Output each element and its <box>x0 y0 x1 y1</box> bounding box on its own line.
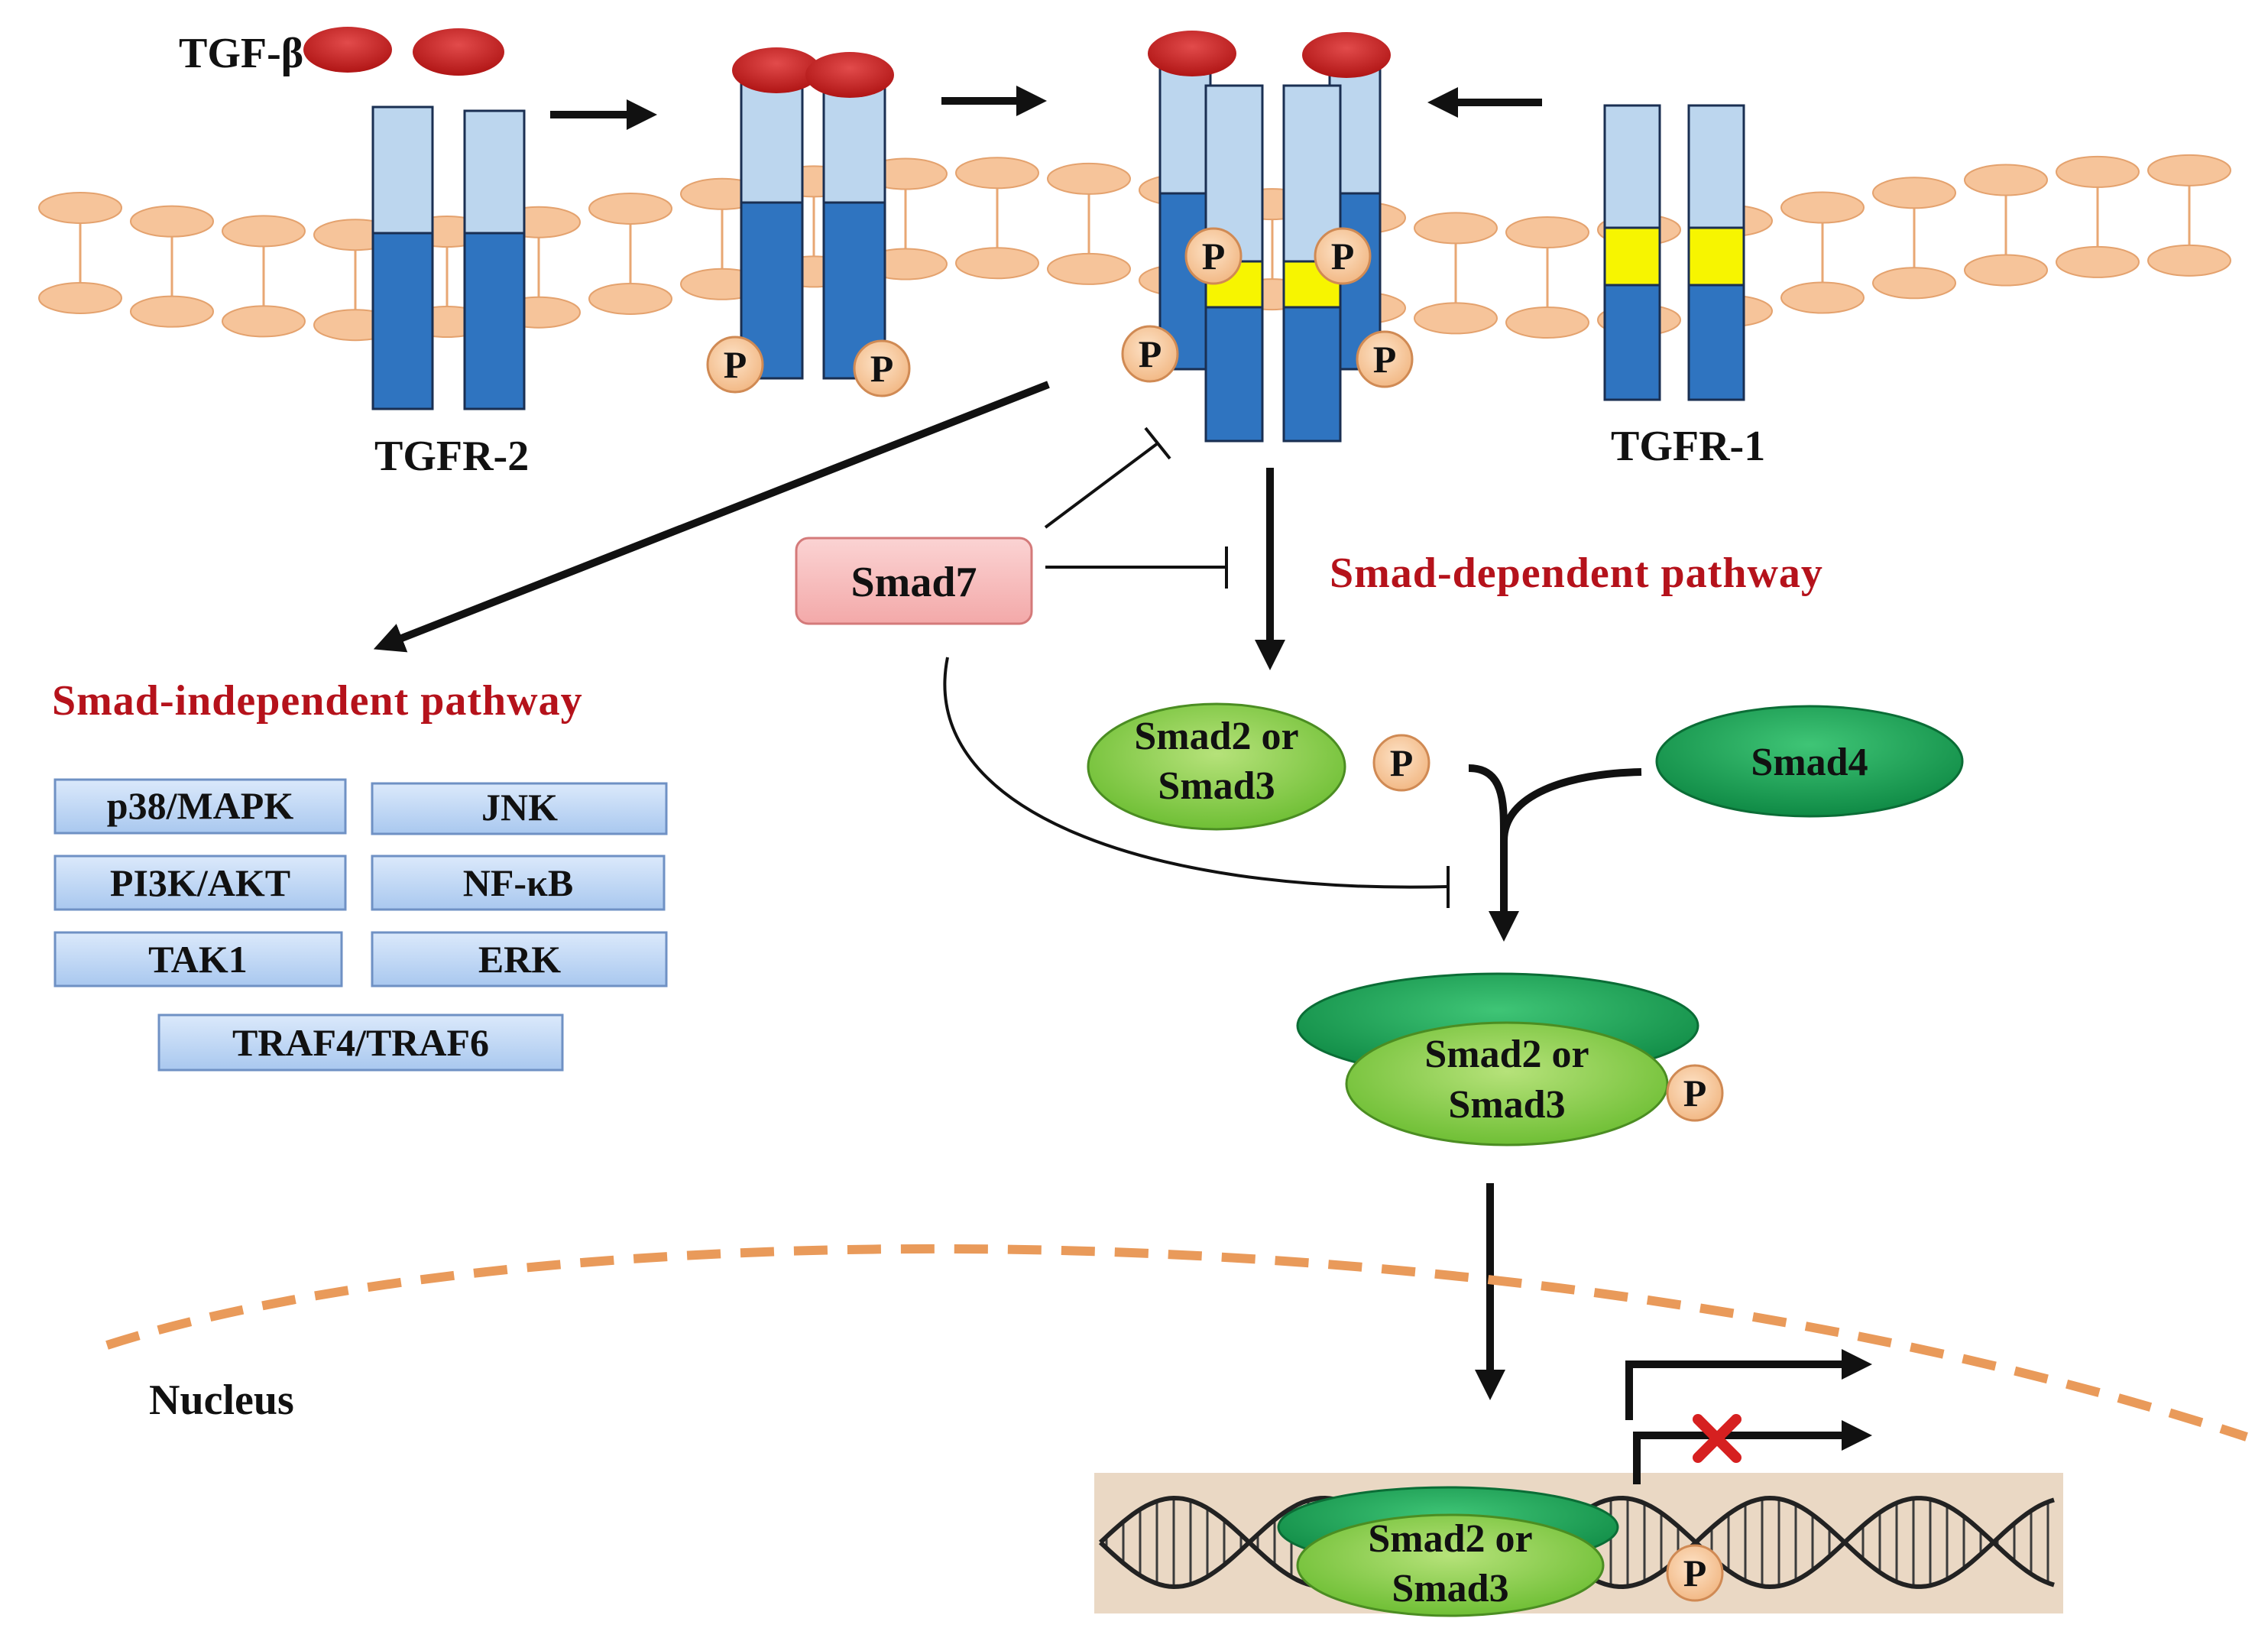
tgfr1-label: TGFR-1 <box>1611 423 1765 470</box>
phosphate-icon: P <box>1356 330 1414 388</box>
complex-label-line1: Smad2 or <box>1424 1033 1589 1076</box>
smad7-label: Smad7 <box>851 559 977 606</box>
transcription-arrows <box>1625 1349 1872 1484</box>
kinase-label-traf: TRAF4/TRAF6 <box>232 1021 489 1064</box>
kinase-box-traf <box>157 1013 564 1072</box>
phosphate-icon: P <box>1314 227 1372 285</box>
kinase-box-pi3k <box>53 855 347 911</box>
phosphate-icon: P <box>1666 1544 1724 1602</box>
r-smad-label-line1: Smad2 or <box>1134 715 1298 758</box>
r-smad-phosphorylated: Smad2 or Smad3 <box>1087 702 1346 831</box>
kinase-label-tak1: TAK1 <box>148 938 248 981</box>
receptor-tgfr1 <box>1603 104 1745 401</box>
smad4-label: Smad4 <box>1751 741 1868 784</box>
phosphate-label: P <box>870 347 894 390</box>
nuclear-envelope <box>105 1244 2248 1442</box>
kinase-label-erk: ERK <box>478 938 561 981</box>
receptor-tgfr2-inactive <box>371 105 526 410</box>
phosphate-label: P <box>1390 741 1414 784</box>
dna-complex-label-line2: Smad3 <box>1392 1567 1508 1610</box>
kinase-label-pi3k: PI3K/AKT <box>110 861 290 904</box>
tgf-beta-ligand-bound <box>732 47 894 98</box>
tgf-beta-label: TGF-β <box>179 30 303 77</box>
phosphate-label: P <box>724 343 747 386</box>
kinase-box-nfkb <box>371 855 666 911</box>
phosphate-icon: P <box>1666 1064 1724 1122</box>
complex-label-line2: Smad3 <box>1448 1083 1565 1127</box>
phosphate-label: P <box>1683 1552 1707 1594</box>
dna-complex-label-line1: Smad2 or <box>1368 1517 1532 1561</box>
phosphate-icon: P <box>1372 734 1430 792</box>
kinase-label-nfkb: NF-κB <box>463 861 573 904</box>
phosphate-icon: P <box>1121 325 1179 383</box>
kinase-box-p38 <box>53 778 347 835</box>
phosphate-label: P <box>1202 235 1226 277</box>
tgf-beta-ligand-free <box>303 27 504 76</box>
smad-independent-arrow <box>373 381 1050 653</box>
kinase-box-erk <box>371 931 668 988</box>
smad7-box <box>795 537 1033 625</box>
phosphate-groups: P P P P P P <box>706 227 1414 397</box>
smad4: Smad4 <box>1655 705 1964 818</box>
phosphate-label: P <box>1373 338 1397 381</box>
kinase-label-jnk: JNK <box>481 786 558 829</box>
r-smad-label-line2: Smad3 <box>1158 764 1275 808</box>
kinase-box-tak1 <box>53 931 343 988</box>
smad-complex: Smad2 or Smad3 <box>1296 972 1699 1146</box>
phosphate-icon: P <box>1184 227 1243 285</box>
kinase-label-p38: p38/MAPK <box>107 784 294 827</box>
nucleus-label: Nucleus <box>149 1377 294 1424</box>
phosphate-label: P <box>1139 332 1162 375</box>
smad7-inhibition-lines <box>943 426 1450 908</box>
transcription-blocked-icon <box>1693 1414 1742 1463</box>
smad-independent-label: Smad-independent pathway <box>52 677 583 725</box>
smad-dependent-label: Smad-dependent pathway <box>1330 550 1823 597</box>
phosphate-icon: P <box>853 339 911 397</box>
tgfr2-label: TGFR-2 <box>374 433 529 480</box>
phosphate-icon: P <box>706 336 764 394</box>
dna-bound-smad-complex: Smad2 or Smad3 <box>1277 1486 1619 1617</box>
phosphate-label: P <box>1683 1072 1707 1114</box>
receptor-tgfr2-bound <box>740 75 886 380</box>
complex-formation-arrow <box>1468 764 1642 942</box>
phosphate-label: P <box>1331 235 1355 277</box>
kinase-box-jnk <box>371 782 668 835</box>
cell-membrane <box>38 154 2231 342</box>
kinase-boxes: p38/MAPK JNK PI3K/AKT NF-κB TAK1 ERK TRA… <box>53 778 668 1072</box>
smad-phosphate-groups: P P P <box>1372 734 1724 1602</box>
tgf-beta-ligand-complex <box>1148 31 1391 78</box>
